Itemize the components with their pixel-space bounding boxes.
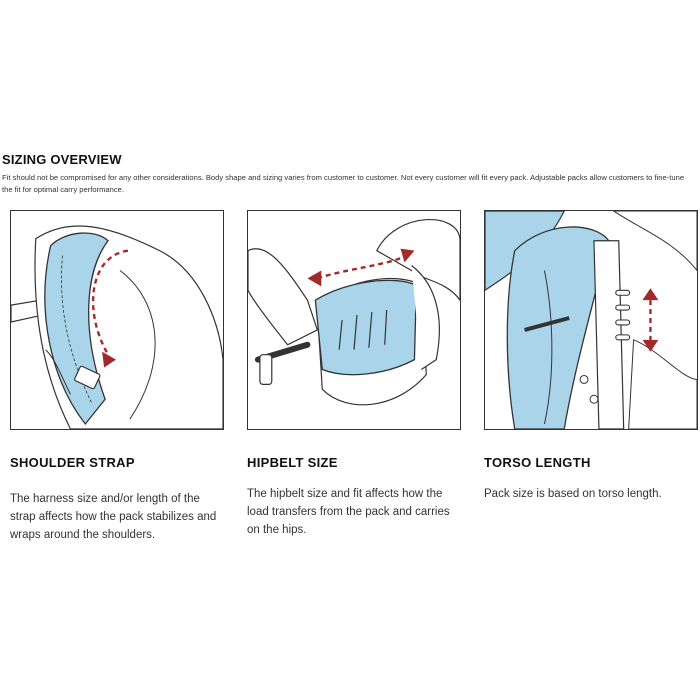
torso-length-description: Pack size is based on torso length. bbox=[484, 488, 662, 500]
shoulder-strap-illustration bbox=[10, 210, 224, 430]
shoulder-strap-title: SHOULDER STRAP bbox=[10, 455, 135, 470]
hipbelt-illustration bbox=[247, 210, 461, 430]
torso-length-illustration bbox=[484, 210, 698, 430]
hipbelt-size-title: HIPBELT SIZE bbox=[247, 455, 338, 470]
arrow-up-icon bbox=[642, 288, 659, 301]
torso-length-title: TORSO LENGTH bbox=[484, 455, 591, 470]
sizing-header: SIZING OVERVIEW Fit should not be compro… bbox=[2, 152, 692, 196]
intro-text: Fit should not be compromised for any ot… bbox=[2, 173, 685, 194]
shoulder-strap-description: The harness size and/or length of the st… bbox=[10, 493, 217, 541]
arrow-right-icon bbox=[400, 248, 415, 263]
page-title: SIZING OVERVIEW bbox=[2, 152, 122, 167]
shoulder-strap-drawing bbox=[11, 225, 223, 429]
arrow-head-icon bbox=[102, 351, 117, 368]
torso-length-drawing bbox=[485, 211, 697, 429]
hipbelt-size-description: The hipbelt size and fit affects how the… bbox=[247, 488, 450, 536]
arrow-down-icon bbox=[642, 339, 659, 352]
hipbelt-drawing bbox=[248, 219, 460, 406]
arrow-left-icon bbox=[307, 270, 322, 287]
